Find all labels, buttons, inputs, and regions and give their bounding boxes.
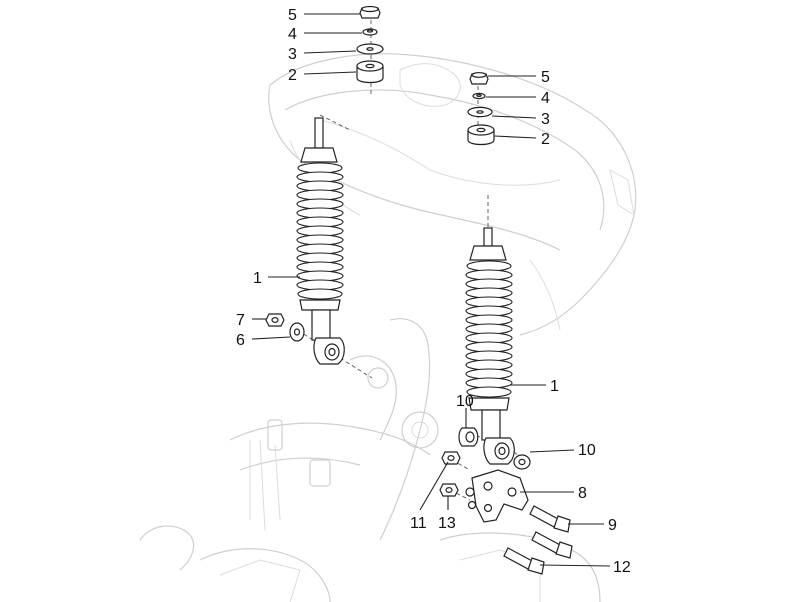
callout-5-right: 5 [541, 69, 550, 86]
nut-13 [439, 483, 459, 497]
callout-4-left: 4 [288, 26, 297, 43]
nut-5-right [469, 72, 489, 85]
left-top-mount-hardware [356, 5, 384, 84]
callout-2-right: 2 [541, 131, 550, 148]
nut-11 [441, 451, 461, 465]
right-shock-absorber [465, 227, 515, 465]
washer-4-right [472, 92, 486, 100]
left-shock-absorber [296, 117, 345, 365]
washer-4-left [362, 28, 378, 36]
callout-labels: 5 4 3 2 5 4 3 2 1 7 6 1 10 10 8 11 13 9 … [236, 7, 631, 576]
bushing-10-left [458, 427, 479, 447]
callout-1-left-shock: 1 [253, 270, 262, 287]
bracket-8 [465, 469, 529, 523]
right-top-mount-hardware [467, 72, 495, 146]
callout-7: 7 [236, 312, 245, 329]
washer-3-left [356, 43, 384, 55]
bushing-2-left [356, 60, 384, 84]
nut-5-left [359, 5, 381, 19]
left-shock-lower-eye [313, 337, 345, 365]
callout-1-right-shock: 1 [550, 378, 559, 395]
right-shock-spring [465, 260, 513, 398]
callout-10-right: 10 [578, 442, 596, 459]
callout-6: 6 [236, 332, 245, 349]
body-shell-outline [268, 53, 637, 336]
callout-10-left: 10 [456, 393, 474, 410]
callout-3-left: 3 [288, 46, 297, 63]
left-shock-spring [296, 162, 344, 300]
leader-lines [251, 13, 611, 567]
bolt-12-lower [503, 547, 545, 575]
callout-5-left: 5 [288, 7, 297, 24]
nut-7 [265, 313, 285, 327]
callout-2-left: 2 [288, 67, 297, 84]
callout-4-right: 4 [541, 90, 550, 107]
bolt-12-upper [531, 531, 573, 559]
callout-12: 12 [613, 559, 631, 576]
callout-8: 8 [578, 485, 587, 502]
callout-3-right: 3 [541, 111, 550, 128]
callout-11: 11 [410, 515, 427, 532]
bushing-10-right [513, 454, 531, 470]
callout-9: 9 [608, 517, 617, 534]
washer-6 [289, 322, 305, 342]
right-shock-lower-eye [483, 437, 515, 465]
washer-3-right [467, 106, 493, 118]
bolt-9 [529, 505, 571, 533]
bushing-2-right [467, 124, 495, 146]
callout-13: 13 [438, 515, 456, 532]
swing-arm-outline [139, 318, 601, 602]
